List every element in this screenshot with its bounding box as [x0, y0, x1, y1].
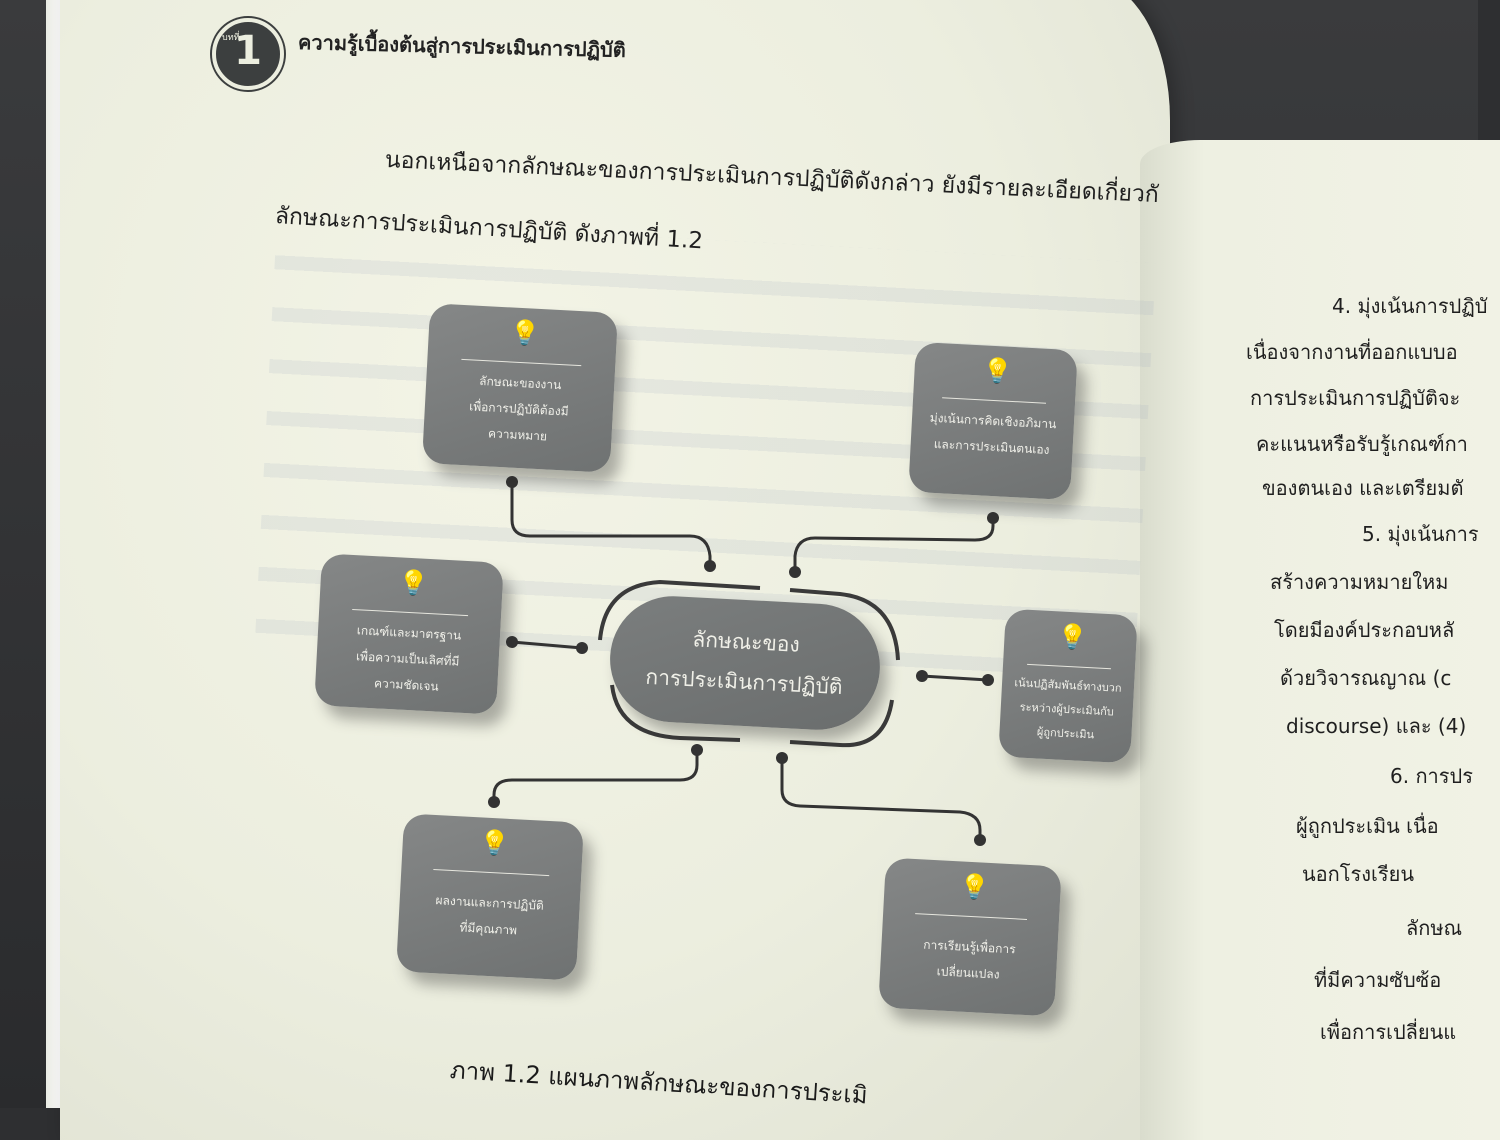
right-page-line: นอกโรงเรียน: [1302, 862, 1415, 886]
lightbulb-icon: 💡: [479, 828, 511, 858]
right-page-line: สร้างความหมายใหม: [1270, 570, 1449, 594]
node-divider: [433, 869, 549, 877]
right-page-line: ที่มีความซับซ้อ: [1314, 968, 1442, 992]
connector-left: [511, 640, 583, 650]
connector-dot: [576, 642, 588, 654]
right-page-line: เนื่องจากงานที่ออกแบบอ: [1246, 340, 1458, 364]
connector-dot: [916, 670, 928, 682]
connector-dot: [789, 566, 801, 578]
node-label: เน้นปฏิสัมพันธ์ทางบวก ระหว่างผู้ประเมินก…: [1014, 676, 1122, 742]
right-page-line: ของตนเอง และเตรียมตั: [1262, 476, 1464, 500]
connector-right: [921, 674, 989, 682]
diagram-node-meaningful-task: 💡 ลักษณะของงาน เพื่อการปฏิบัติต้องมี ควา…: [421, 303, 619, 473]
connector-dot: [704, 560, 716, 572]
chapter-small-label: บทที่: [222, 33, 240, 43]
node-divider: [351, 608, 469, 617]
diagram-node-metacognition: 💡 มุ่งเน้นการคิดเชิงอภิมาน และการประเมิน…: [908, 341, 1078, 501]
connector-dot: [506, 636, 518, 648]
chapter-badge: บทที่ 1: [212, 18, 284, 90]
right-page: [1140, 140, 1500, 1140]
connector-dot: [982, 674, 994, 686]
diagram-node-quality-work: 💡 ผลงานและการปฏิบัติ ที่มีคุณภาพ: [395, 813, 585, 981]
right-page-line: 6. การปร: [1390, 764, 1473, 788]
diagram-node-criteria: 💡 เกณฑ์และมาตรฐาน เพื่อความเป็นเลิศที่มี…: [314, 553, 504, 715]
lightbulb-icon: 💡: [981, 356, 1014, 386]
node-label: เกณฑ์และมาตรฐาน เพื่อความเป็นเลิศที่มี ค…: [355, 623, 462, 694]
connector-dot: [987, 512, 999, 524]
chapter-number: 1: [234, 28, 262, 74]
lightbulb-icon: 💡: [958, 872, 991, 902]
connector-dot: [506, 476, 518, 488]
node-divider: [914, 913, 1028, 920]
node-label: ผลงานและการปฏิบัติ ที่มีคุณภาพ: [435, 893, 545, 938]
connector-dot: [974, 834, 986, 846]
connector-dot: [691, 744, 703, 756]
center-bracket-bottom: [610, 684, 741, 742]
connector-top-right: [793, 518, 995, 572]
node-divider: [461, 358, 582, 367]
node-label: การเรียนรู้เพื่อการ เปลี่ยนแปลง: [923, 937, 1016, 982]
right-page-line: ด้วยวิจารณญาณ (c: [1280, 666, 1452, 690]
lightbulb-icon: 💡: [1056, 622, 1089, 652]
center-bracket-top-right: [789, 588, 900, 661]
right-page-line: คะแนนหรือรับรู้เกณฑ์กา: [1256, 432, 1468, 456]
right-page-line: ผู้ถูกประเมิน เนื่อ: [1296, 814, 1439, 838]
node-label: ลักษณะของงาน เพื่อการปฏิบัติต้องมี ความห…: [468, 373, 569, 444]
right-page-line: discourse) และ (4): [1286, 714, 1467, 738]
center-bracket-top: [598, 579, 761, 641]
right-page-line: เพื่อการเปลี่ยนแ: [1320, 1020, 1457, 1044]
connector-bottom-left: [492, 750, 699, 802]
lightbulb-icon: 💡: [397, 568, 430, 598]
diagram-center: ลักษณะของ การประเมินการปฏิบัติ: [606, 593, 884, 733]
node-divider: [942, 397, 1046, 404]
center-bracket-bottom-right: [789, 699, 894, 748]
right-page-line: 4. มุ่งเน้นการปฏิบั: [1332, 294, 1488, 318]
connector-dot: [776, 752, 788, 764]
right-page-line: การประเมินการปฏิบัติจะ: [1250, 386, 1461, 410]
right-page-line: โดยมีองค์ประกอบหลั: [1274, 618, 1455, 642]
diagram-node-positive-interaction: 💡 เน้นปฏิสัมพันธ์ทางบวก ระหว่างผู้ประเมิ…: [998, 608, 1138, 764]
diagram-connectors: [488, 476, 999, 846]
diagram-node-learning-change: 💡 การเรียนรู้เพื่อการ เปลี่ยนแปลง: [878, 857, 1062, 1017]
lightbulb-icon: 💡: [509, 318, 541, 348]
connector-dot: [488, 796, 500, 808]
node-label: มุ่งเน้นการคิดเชิงอภิมาน และการประเมินตน…: [929, 410, 1057, 457]
connector-top-left: [510, 482, 712, 566]
node-divider: [1026, 663, 1112, 670]
connector-bottom-right: [780, 758, 982, 840]
right-page-line: 5. มุ่งเน้นการ: [1362, 522, 1479, 546]
right-page-line: ลักษณ: [1406, 916, 1463, 940]
